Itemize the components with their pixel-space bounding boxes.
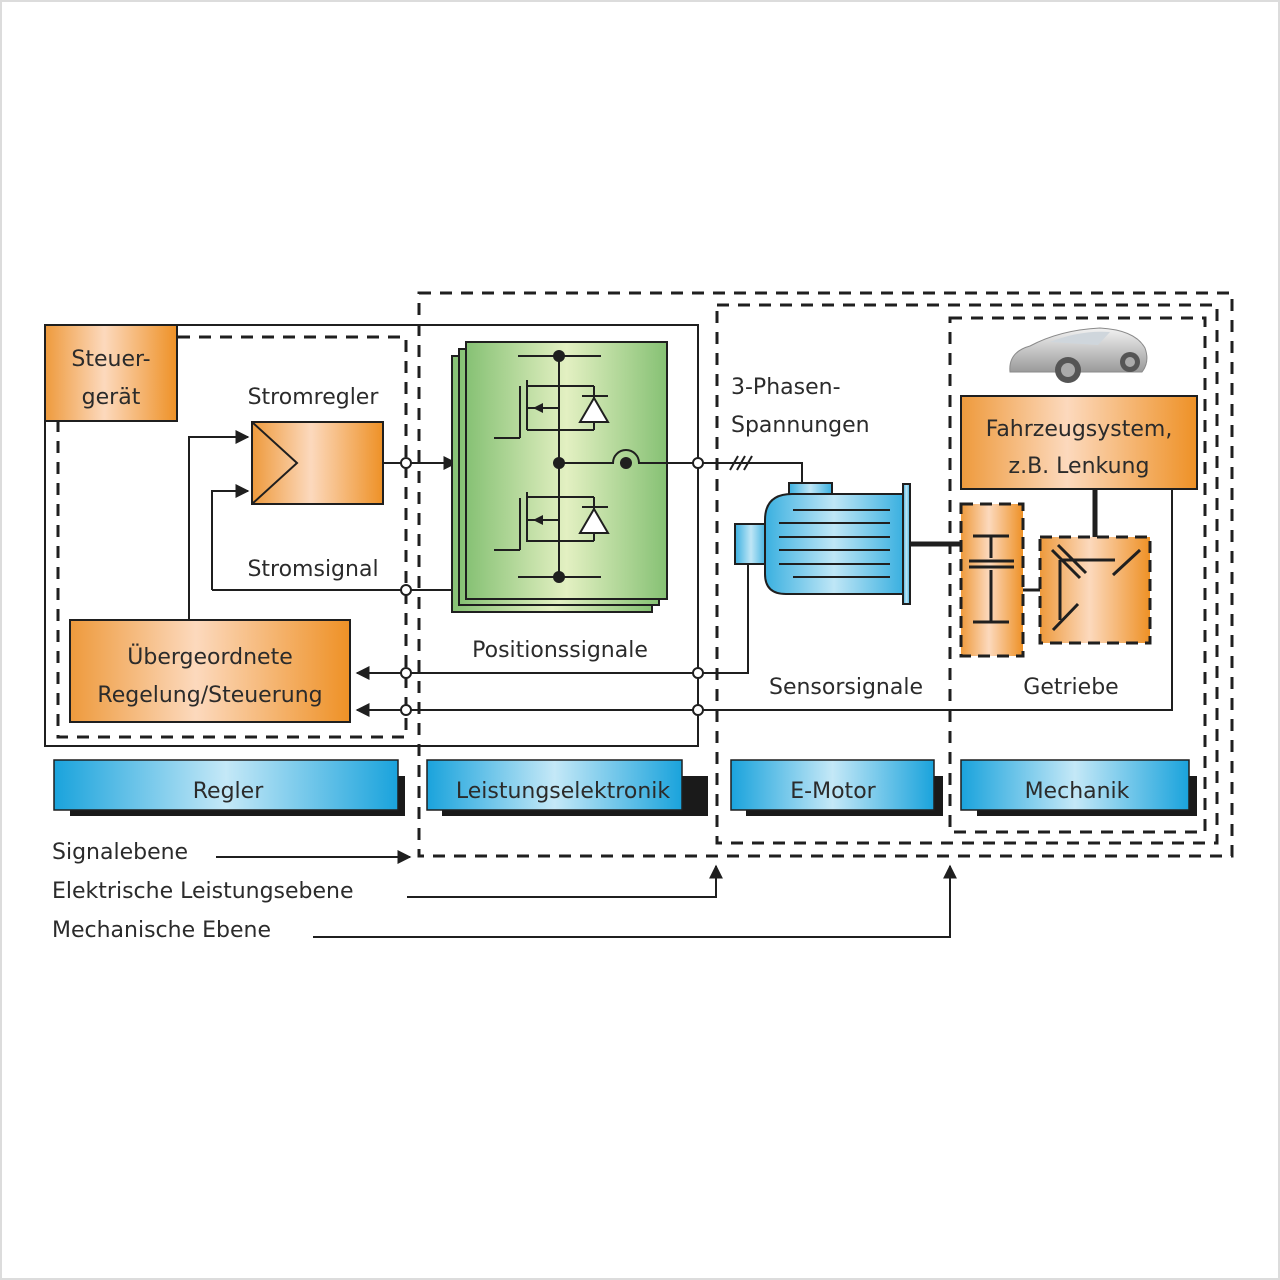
sensorsignale-label: Sensorsignale	[769, 675, 923, 700]
supervisory-label-2: Regelung/Steuerung	[97, 683, 322, 708]
inverter-block	[451, 341, 698, 613]
vehicle-system-block: Fahrzeugsystem, z.B. Lenkung	[960, 395, 1198, 490]
phasen-label-2: Spannungen	[731, 413, 870, 438]
electrical-level-dashed-box	[715, 303, 1219, 845]
getriebe-label: Getriebe	[1023, 675, 1118, 700]
domain-label-e-motor: E-Motor	[790, 779, 876, 804]
stromsignal-label: Stromsignal	[247, 557, 378, 582]
domain-banner-leistungselektronik: Leistungselektronik	[426, 759, 708, 816]
legend-electrical-label: Elektrische Leistungsebene	[52, 879, 354, 904]
domain-label-regler: Regler	[193, 779, 264, 804]
phasen-label-1: 3-Phasen-	[731, 375, 841, 400]
steuergeraet-block: Steuer- gerät	[44, 324, 178, 422]
gearbox-icon	[959, 502, 1152, 658]
domain-banner-e-motor: E-Motor	[730, 759, 943, 816]
domain-label-leistungselektronik: Leistungselektronik	[456, 779, 671, 804]
controller-outer-box	[44, 324, 699, 747]
vehicle-system-label-2: z.B. Lenkung	[1009, 454, 1150, 479]
current-controller-block	[251, 421, 384, 505]
junction-nodes	[400, 457, 704, 716]
legend-signal-label: Signalebene	[52, 840, 188, 865]
setpoint-line	[188, 430, 250, 620]
domain-label-mechanik: Mechanik	[1025, 779, 1130, 804]
domain-banner-regler: Regler	[53, 759, 405, 816]
three-phase-marker	[729, 455, 753, 471]
feedback-line	[211, 484, 250, 590]
legend-mechanical-arrow	[313, 864, 957, 938]
car-image	[1009, 327, 1148, 383]
stromregler-label: Stromregler	[248, 385, 380, 410]
mechanical-level-dashed-box	[948, 316, 1207, 834]
positionssignale-label: Positionssignale	[472, 638, 648, 663]
steuergeraet-label-2: gerät	[82, 385, 141, 410]
steuergeraet-label-1: Steuer-	[71, 347, 150, 372]
regler-dashed-box	[56, 335, 408, 739]
supervisory-label-1: Übergeordnete	[127, 644, 292, 670]
signal-level-dashed-box	[417, 291, 1234, 858]
vehicle-system-label-1: Fahrzeugsystem,	[986, 417, 1173, 442]
three-phase-line	[698, 462, 803, 484]
domain-banner-mechanik: Mechanik	[960, 759, 1197, 816]
supervisory-control-block: Übergeordnete Regelung/Steuerung	[69, 619, 351, 723]
sensor-signal-line	[355, 488, 1173, 717]
electric-motor-icon	[734, 482, 911, 605]
legend-mechanical-label: Mechanische Ebene	[52, 918, 271, 943]
legend-electrical-arrow	[407, 864, 723, 898]
position-signal-line	[355, 564, 749, 680]
mosfet-halfbridge-icon	[494, 355, 698, 578]
